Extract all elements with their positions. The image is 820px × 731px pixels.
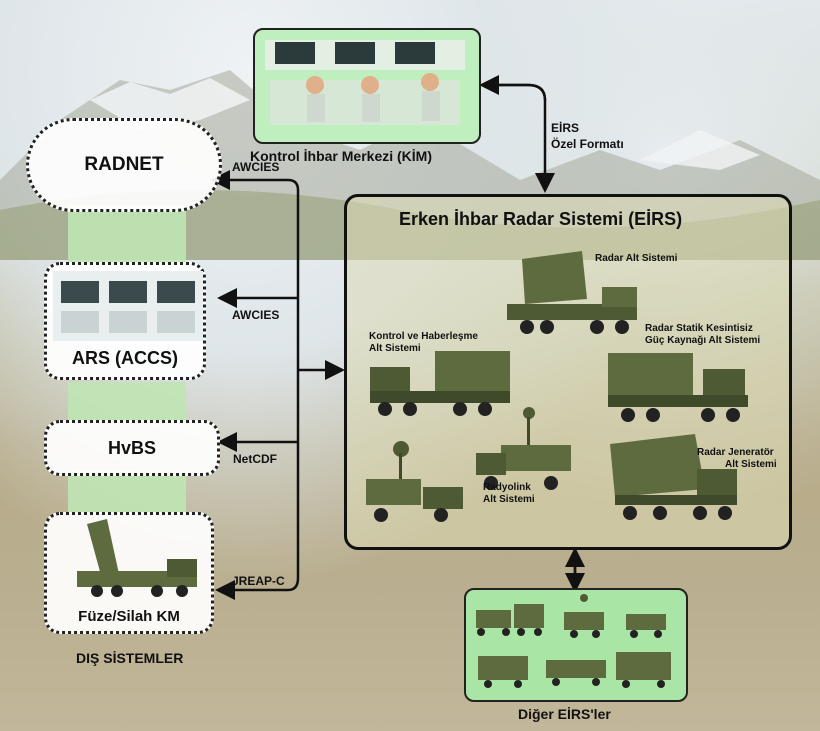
control-center-label: Kontrol İhbar Merkezi (KİM) — [250, 148, 433, 164]
eirs-panel: Erken İhbar Radar Sistemi (EİRS) Radar A… — [344, 194, 792, 550]
control-comm-label-line1: Kontrol ve Haberleşme — [369, 331, 478, 342]
ars-label: ARS (ACCS) — [72, 348, 178, 368]
power-supply-truck-icon — [608, 353, 748, 422]
connector-strip — [68, 470, 186, 515]
link-label-jreap: JREAP-C — [232, 574, 285, 588]
radiolink-label-line2: Alt Sistemi — [483, 494, 535, 505]
control-center-image — [253, 28, 481, 144]
power-supply-label-line2: Güç Kaynağı Alt Sistemi — [645, 335, 761, 346]
control-comm-truck-icon — [370, 351, 510, 416]
console-room-icon — [53, 271, 203, 341]
control-comm-label-line2: Alt Sistemi — [369, 343, 421, 354]
generator-label-line2: Alt Sistemi — [725, 459, 777, 470]
radar-truck-icon — [507, 251, 637, 334]
radiolink-truck-icon — [476, 407, 571, 490]
fuze-label: Füze/Silah KM — [78, 608, 180, 625]
link-label-awcies: AWCIES — [232, 160, 280, 174]
radnet-label: RADNET — [84, 154, 164, 175]
other-eirs-label: Diğer EİRS'ler — [518, 706, 611, 722]
connector-strip — [68, 205, 186, 265]
other-eirs-box[interactable] — [464, 588, 688, 702]
missile-launcher-icon — [77, 519, 197, 597]
radiolink-truck-icon — [366, 441, 463, 522]
hvbs-node[interactable]: HvBS — [44, 420, 220, 476]
link-label-awcies: AWCIES — [232, 308, 280, 322]
eirs-title: Erken İhbar Radar Sistemi (EİRS) — [399, 209, 683, 229]
radiolink-label-line1: Radyolink — [483, 482, 531, 493]
operator-consoles-icon — [265, 40, 465, 125]
radar-subsystem-label: Radar Alt Sistemi — [595, 253, 678, 264]
format-label-line2: Özel Formatı — [551, 137, 624, 151]
external-systems-label: DIŞ SİSTEMLER — [76, 650, 184, 666]
radnet-node[interactable]: RADNET — [26, 118, 222, 212]
power-supply-label-line1: Radar Statik Kesintisiz — [645, 323, 753, 334]
vehicle-fleet-icon — [476, 594, 671, 688]
format-label-line1: EİRS — [551, 121, 580, 135]
fuze-node[interactable]: Füze/Silah KM — [44, 512, 214, 634]
generator-truck-icon — [610, 434, 737, 520]
ars-node[interactable]: ARS (ACCS) — [44, 262, 206, 380]
link-label-netcdf: NetCDF — [233, 452, 277, 466]
connector-strip — [68, 382, 186, 422]
hvbs-label: HvBS — [107, 437, 156, 458]
generator-label-line1: Radar Jeneratör — [697, 447, 774, 458]
